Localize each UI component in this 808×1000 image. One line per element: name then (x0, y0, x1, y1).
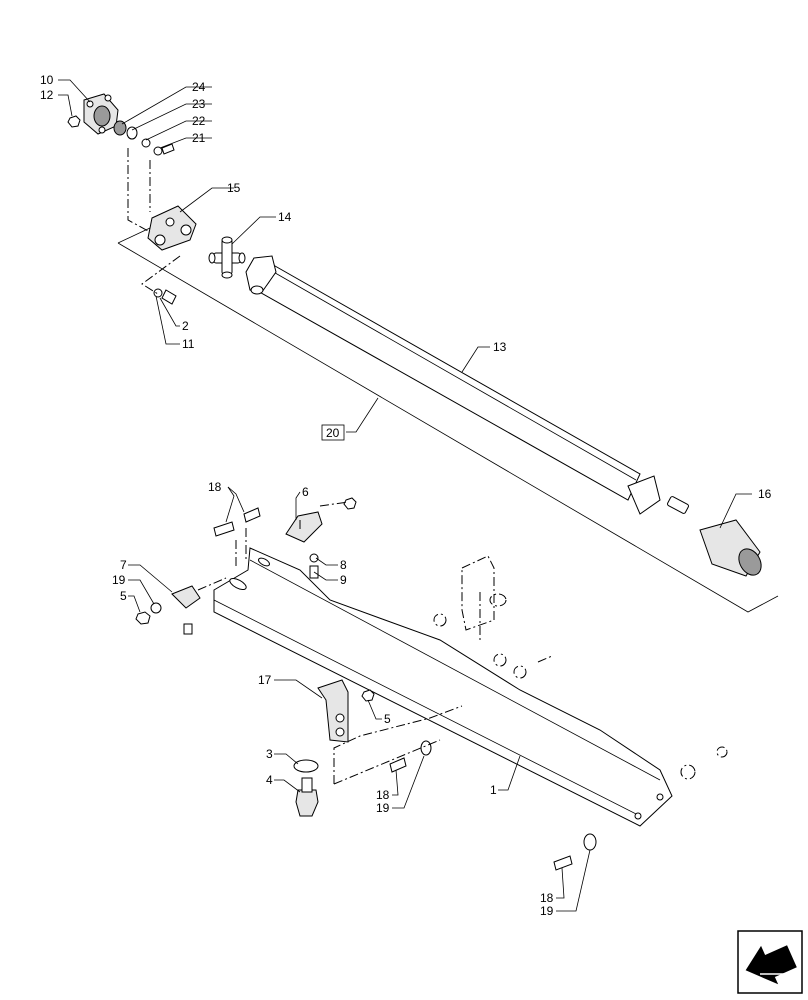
universal-joint-cross-upper (208, 236, 246, 279)
callout-12: 12 (40, 88, 54, 102)
callout-14: 14 (278, 210, 292, 224)
callout-19-low: 19 (540, 904, 554, 918)
callout-2: 2 (182, 319, 189, 333)
callout-22: 22 (192, 114, 206, 128)
washer-8-bolt-9 (309, 553, 319, 579)
slip-yoke-upper (245, 255, 277, 295)
bushing-stack (113, 120, 175, 156)
bracket-6 (285, 511, 323, 543)
drive-shaft-assembly (67, 93, 779, 613)
callout-21: 21 (192, 131, 206, 145)
companion-flange (83, 93, 119, 135)
drive-shaft-tube (250, 261, 641, 501)
shaft-guard-assembly (135, 497, 728, 871)
callout-10: 10 (40, 73, 54, 87)
callout-20-box (321, 424, 345, 441)
shaft-guard (213, 547, 673, 827)
rear-slip-yoke (627, 475, 762, 577)
callout-5-left: 5 (120, 589, 127, 603)
bracket-7 (171, 585, 201, 609)
callout-16: 16 (758, 487, 772, 501)
callout-20: 20 (326, 426, 340, 440)
callout-19-left: 19 (112, 573, 126, 587)
callout-18-mid: 18 (376, 788, 390, 802)
callout-6: 6 (302, 485, 309, 499)
callout-3: 3 (266, 747, 273, 761)
flange-yoke (147, 205, 197, 251)
bolt-4 (295, 777, 319, 817)
callout-18-low: 18 (540, 891, 554, 905)
callout-13: 13 (493, 340, 507, 354)
callout-24: 24 (192, 80, 206, 94)
callout-4: 4 (266, 773, 273, 787)
nut-5 (135, 611, 151, 625)
callout-9: 9 (340, 573, 347, 587)
washer-3 (293, 759, 319, 773)
callout-11: 11 (182, 337, 195, 351)
callout-18-top: 18 (208, 480, 222, 494)
bolt-lower-7 (183, 623, 193, 635)
callout-23: 23 (192, 97, 206, 111)
bolt-18-washer-19-mid (389, 740, 432, 773)
nut-5b (361, 689, 375, 702)
phantom-support (433, 555, 728, 780)
nut-upper (343, 497, 357, 510)
previous-page-arrow-icon[interactable] (737, 930, 803, 994)
callout-15: 15 (227, 181, 241, 195)
callout-17: 17 (258, 673, 272, 687)
callout-1: 1 (490, 783, 497, 797)
callout-5-mid: 5 (384, 712, 391, 726)
callout-labels: 10 12 24 23 22 21 15 14 2 11 13 20 16 18… (40, 73, 772, 918)
callout-19-mid: 19 (376, 801, 390, 815)
nut-12 (67, 115, 81, 128)
bolt-2-washer-11 (153, 288, 177, 305)
callout-7: 7 (120, 558, 127, 572)
leader-lines (58, 79, 752, 912)
bolt-pair-18 (213, 507, 261, 537)
washer-19 (150, 602, 162, 614)
callout-8: 8 (340, 558, 347, 572)
mount-bracket-17 (317, 679, 349, 743)
